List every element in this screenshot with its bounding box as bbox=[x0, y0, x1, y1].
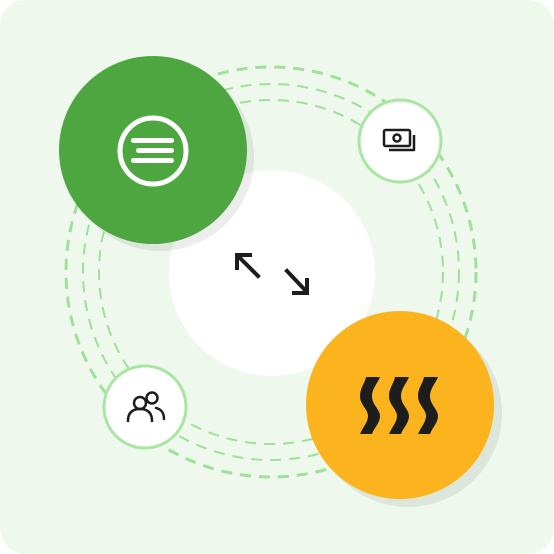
orbit-ring-outer bbox=[64, 65, 478, 479]
secondary-node[interactable] bbox=[306, 311, 502, 507]
users-icon bbox=[126, 391, 166, 423]
menu-lines-icon bbox=[117, 115, 189, 187]
center-disc bbox=[169, 170, 375, 376]
orbit-ring-inner bbox=[98, 99, 444, 445]
cash-node[interactable] bbox=[357, 98, 443, 184]
primary-node[interactable] bbox=[59, 56, 254, 251]
wave-bars-icon bbox=[360, 377, 438, 434]
swap-arrows-icon bbox=[235, 253, 309, 295]
users-node[interactable] bbox=[102, 364, 188, 450]
orbit-ring-middle bbox=[82, 83, 460, 461]
cash-icon bbox=[382, 128, 416, 152]
